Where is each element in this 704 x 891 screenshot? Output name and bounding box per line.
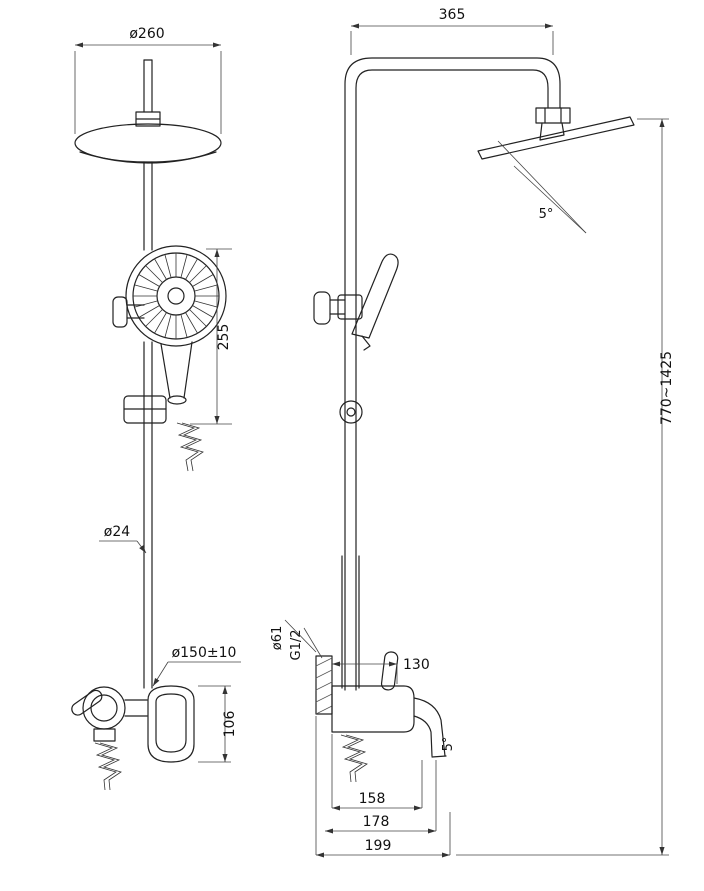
riser-pipe-front	[143, 161, 153, 689]
dim-depth-158: 158	[359, 791, 386, 807]
dim-flange-diameter: ø61	[270, 626, 285, 651]
dimension-depth-130: 130	[332, 657, 430, 684]
mixer-hose-side	[340, 734, 368, 783]
slider-ring-side	[339, 400, 363, 424]
dim-depth-130: 130	[403, 657, 430, 673]
dimension-depth-stack: 158 178 199	[315, 716, 451, 858]
riser-pipe-side	[341, 57, 571, 691]
hand-shower-hose-front	[176, 422, 204, 472]
label-pipe-diameter: ø24	[99, 524, 147, 554]
mixer-hose-front	[94, 742, 122, 791]
dimension-spout-angle: 5°	[441, 737, 456, 752]
wall-flange-side	[315, 655, 333, 715]
dim-height-range: 770~1425	[659, 351, 675, 425]
dim-depth-178: 178	[363, 814, 390, 830]
dim-inlet-spacing: ø150±10	[172, 645, 237, 661]
dimension-handshower-length: 255	[190, 248, 232, 425]
hand-shower-front	[125, 245, 227, 405]
dimension-head-angle: 5°	[497, 140, 587, 234]
dim-pipe-diameter: ø24	[104, 524, 130, 540]
diverter-knob-front	[112, 296, 145, 328]
dim-body-height: 106	[222, 711, 238, 738]
dim-spout-angle: 5°	[441, 737, 456, 752]
dim-arm-width: 365	[439, 7, 466, 23]
dim-handshower-length: 255	[216, 324, 232, 351]
mixer-side	[331, 651, 447, 758]
rain-shower-head-front	[74, 59, 222, 164]
label-flange: ø61 G1/2	[270, 619, 323, 661]
dim-depth-199: 199	[365, 838, 392, 854]
dimension-head-diameter: ø260	[74, 26, 222, 134]
dim-thread-size: G1/2	[289, 630, 304, 661]
hand-shower-side	[313, 253, 399, 351]
mixer-front	[71, 685, 195, 763]
dimension-height-range: 770~1425	[456, 118, 675, 856]
dim-head-diameter: ø260	[129, 26, 164, 42]
dim-head-angle: 5°	[539, 207, 554, 222]
dimension-arm-width: 365	[350, 7, 554, 55]
side-view: 5°	[270, 7, 675, 858]
dimension-body-height: 106	[198, 685, 238, 763]
slider-bracket-front	[123, 395, 167, 424]
label-inlet-spacing: ø150±10	[152, 645, 241, 687]
spray-face-pattern	[132, 252, 220, 340]
front-view: ø260 255 ø24 ø150±10 106	[71, 26, 241, 791]
rain-shower-head-side	[477, 116, 635, 160]
